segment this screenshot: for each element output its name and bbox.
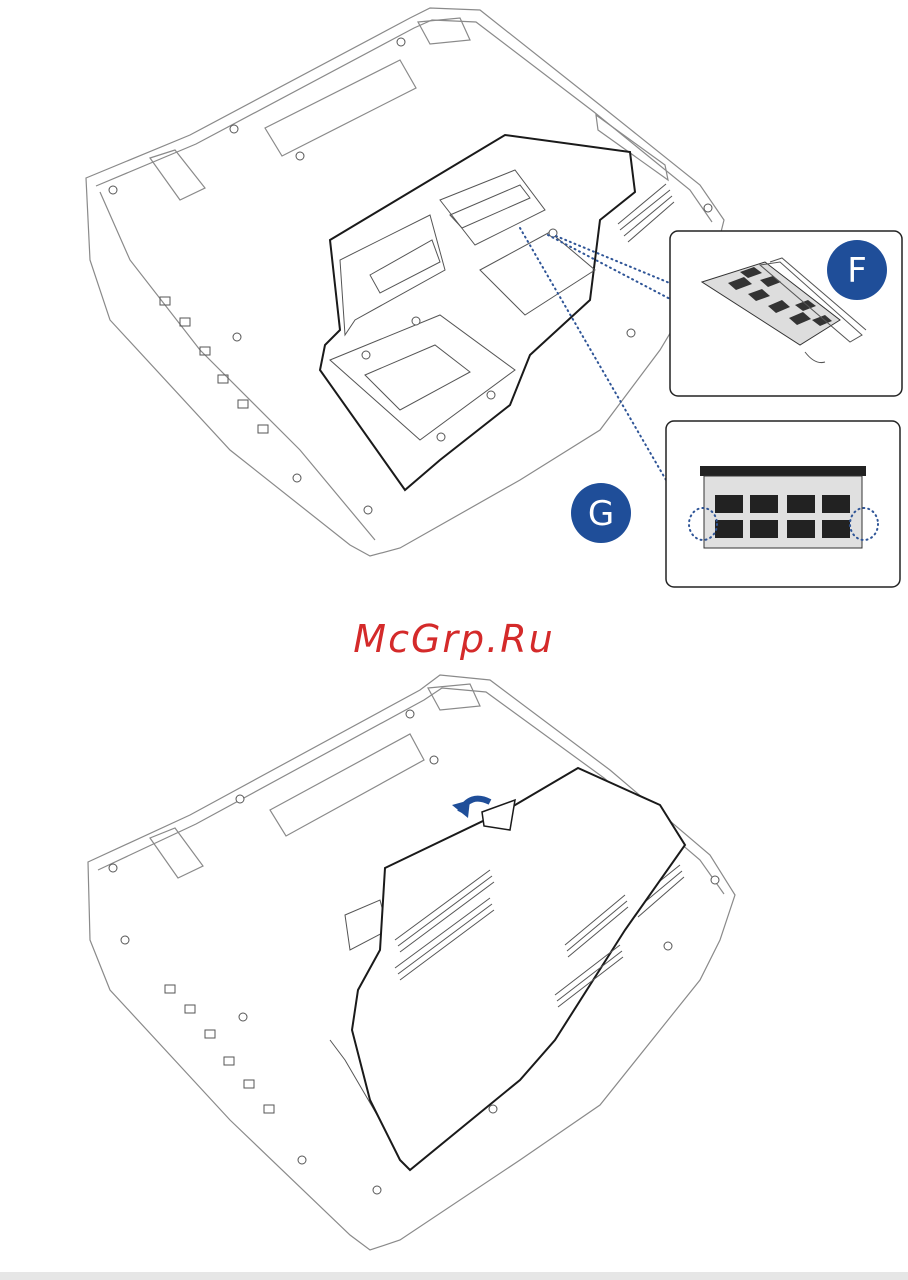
hard-drive-top bbox=[330, 315, 515, 440]
inset-G-panel bbox=[666, 421, 900, 587]
memory-slots-top bbox=[440, 170, 595, 315]
side-ports-bottom bbox=[165, 985, 274, 1113]
page-footer-bar bbox=[0, 1272, 908, 1280]
bottom-cover-panel bbox=[352, 768, 685, 1170]
callout-leader-lines bbox=[520, 228, 672, 480]
ram-module-installed-illustration bbox=[689, 466, 878, 548]
side-ports-top bbox=[160, 297, 268, 433]
laptop-cover-figure bbox=[88, 675, 735, 1250]
vent-grille-top bbox=[618, 184, 674, 242]
badge-G: G bbox=[571, 483, 631, 543]
inset-F-panel: F bbox=[670, 231, 902, 396]
laptop-open-bay-figure bbox=[86, 8, 724, 556]
watermark-text: McGrp.Ru bbox=[0, 617, 908, 661]
badge-F-label: F bbox=[847, 251, 867, 291]
badge-F: F bbox=[827, 240, 887, 300]
badge-G-label: G bbox=[588, 494, 614, 534]
